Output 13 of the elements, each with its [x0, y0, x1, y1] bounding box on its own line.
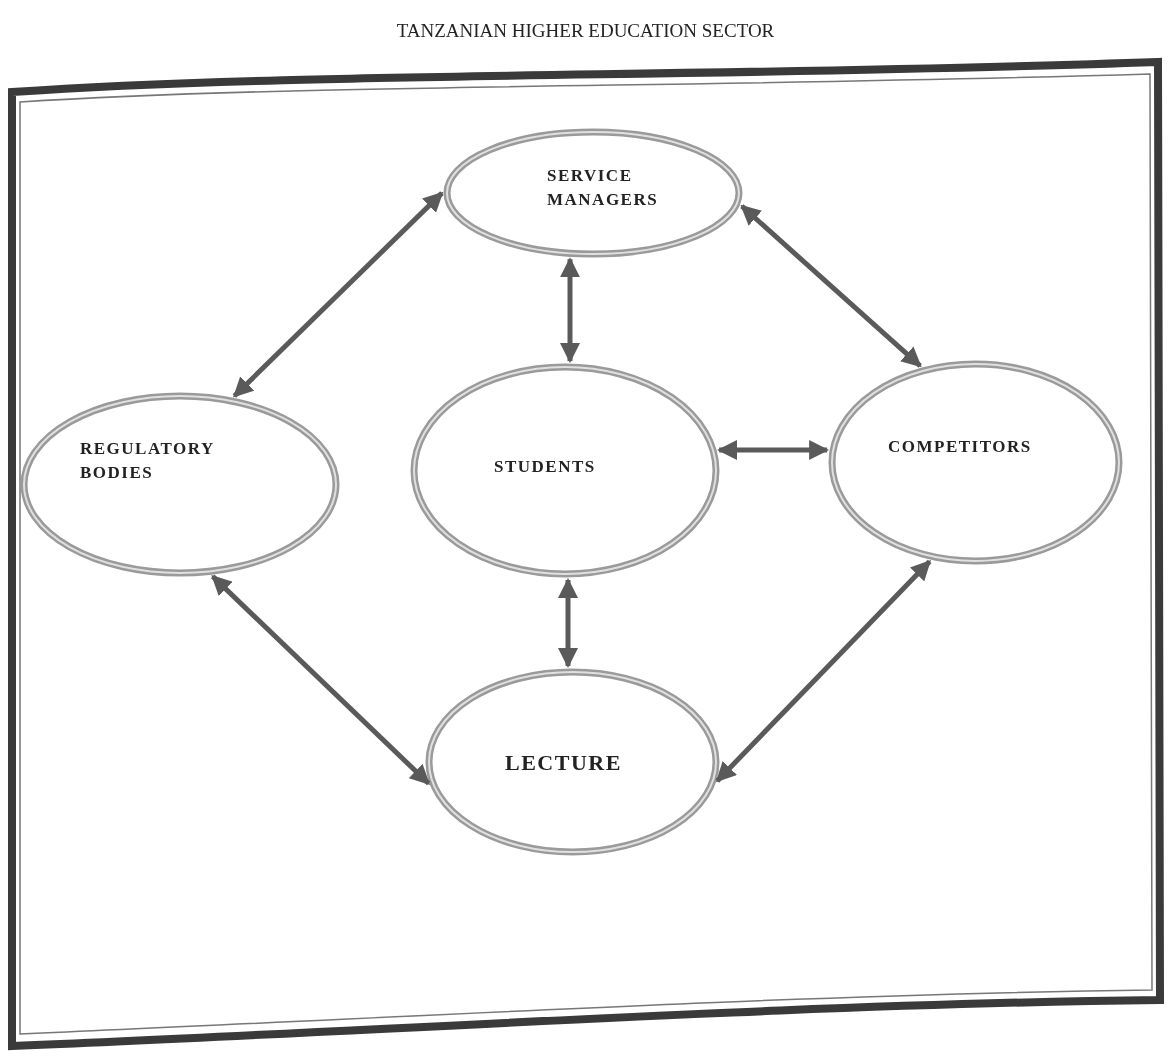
double-arrow — [740, 204, 922, 368]
node-label: STUDENTS — [494, 456, 597, 478]
node-label: TANZANIAN HIGHER EDUCATION SECTOR — [395, 20, 776, 42]
node-label: COMPETITORS — [888, 436, 1033, 458]
node-label: LECTURE — [505, 749, 623, 777]
node-label: SERVICE MANAGERS — [547, 165, 660, 211]
double-arrow — [210, 574, 431, 786]
double-arrow — [560, 257, 580, 364]
double-arrow — [715, 559, 932, 783]
double-arrow — [717, 440, 830, 460]
double-arrow — [232, 191, 444, 398]
double-arrow — [558, 578, 578, 668]
node-label: REGULATORY BODIES — [80, 438, 216, 484]
